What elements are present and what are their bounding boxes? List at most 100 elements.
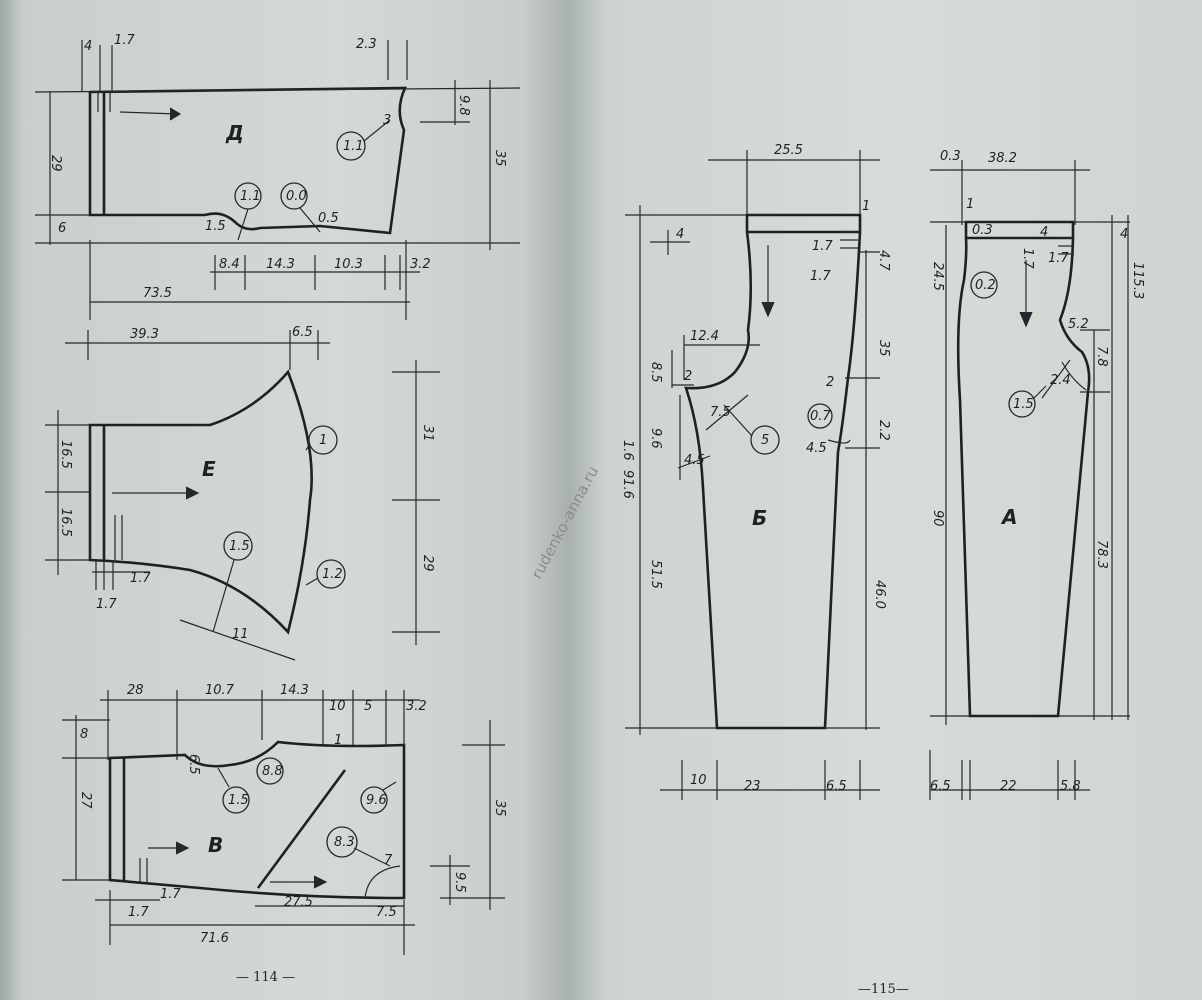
dim-label: 4 (1120, 227, 1128, 242)
dim-label: 1.7 (114, 33, 135, 48)
dim-label: 2.2 (876, 420, 891, 441)
dim-label: 38.2 (988, 151, 1017, 166)
dim-label: 8 (80, 727, 88, 742)
dim-label: 4 (676, 227, 684, 242)
circle-label: 1.5 (228, 793, 249, 808)
dim-label: 12.4 (690, 329, 719, 344)
circle-label: 8.8 (262, 764, 283, 779)
dim-label: 71.6 (200, 931, 229, 946)
dim-label: 35 (876, 340, 891, 357)
dim-label: 25.5 (774, 143, 803, 158)
dim-label: 10.7 (205, 683, 235, 698)
dim-label: 10 (329, 699, 346, 714)
dim-label: 1.7 (1020, 248, 1035, 269)
dim-label: 4.5 (684, 453, 705, 468)
dim-label: 1.7 (812, 239, 833, 254)
piece-a-letter: А (1000, 505, 1017, 529)
dim-label: 6.5 (826, 779, 847, 794)
page-114 (0, 0, 568, 1000)
dim-label: 1.6 (620, 440, 635, 461)
circle-label: 9.6 (366, 793, 387, 808)
dim-label: 8.5 (648, 362, 663, 383)
page-number-right: —115— (858, 982, 909, 997)
dim-label: 7.5 (710, 405, 731, 420)
dim-label: 6.5 (930, 779, 951, 794)
dim-label: 2 (684, 369, 692, 384)
dim-label: 29 (420, 555, 435, 572)
dim-label: 8.4 (219, 257, 240, 272)
dim-label: 39.3 (130, 327, 159, 342)
circle-label: 1.5 (1013, 397, 1034, 412)
circle-label: 1 (319, 433, 327, 448)
dim-label: 1 (334, 733, 342, 748)
dim-label: 22 (1000, 779, 1017, 794)
dim-label: 28 (127, 683, 144, 698)
dim-label: 3 (383, 113, 391, 128)
circle-label: 1.1 (343, 139, 364, 154)
dim-label: 7.5 (376, 905, 397, 920)
dim-label: 9.6 (648, 428, 663, 449)
watermark: rudenko-anna.ru (528, 463, 602, 582)
dim-label: 6.5 (186, 754, 201, 775)
dim-label: 23 (744, 779, 761, 794)
pattern-piece-a: А 0.3 38.2 1 0.3 4 1.7 1.7 4 24.5 115.3 … (929, 149, 1145, 800)
dim-label: 1 (862, 199, 870, 214)
dim-label: 5.2 (1068, 317, 1089, 332)
dim-label: 10.3 (334, 257, 363, 272)
dim-label: 1.7 (96, 597, 117, 612)
dim-label: 14.3 (266, 257, 295, 272)
dim-label: 9.8 (456, 95, 471, 116)
dim-label: 2.3 (356, 37, 377, 52)
dim-label: 1.5 (205, 219, 226, 234)
dim-label: 0.3 (972, 223, 993, 238)
dim-label: 46.0 (872, 580, 887, 609)
dim-label: 27.5 (284, 895, 313, 910)
dim-label: 1.7 (810, 269, 831, 284)
dim-label: 73.5 (143, 286, 172, 301)
dim-label: 24.5 (930, 262, 945, 291)
dim-label: 3.2 (410, 257, 431, 272)
circle-label: 0.0 (286, 189, 307, 204)
dim-label: 4 (1040, 225, 1048, 240)
dim-label: 51.5 (648, 560, 663, 589)
dim-label: 4.7 (876, 250, 891, 271)
dim-label: 4.5 (806, 441, 827, 456)
dim-label: 27 (78, 792, 93, 809)
dim-label: 29 (48, 155, 63, 172)
dim-label: 14.3 (280, 683, 309, 698)
dim-label: 9.5 (452, 872, 467, 893)
dim-label: 91.6 (620, 470, 635, 499)
dim-label: 3.2 (406, 699, 427, 714)
piece-e-letter: Е (202, 457, 216, 481)
dim-label: 1.7 (128, 905, 149, 920)
dim-label: 16.5 (58, 508, 73, 537)
circle-label: 0.7 (810, 409, 831, 424)
dim-label: 1.7 (160, 887, 181, 902)
piece-d-letter: Д (225, 121, 244, 145)
piece-v-letter: В (208, 833, 223, 857)
dim-label: 11 (232, 627, 249, 642)
dim-label: 35 (492, 150, 507, 167)
circle-label: 5 (761, 433, 769, 448)
piece-b-letter: Б (752, 506, 767, 530)
dim-label: 5 (364, 699, 372, 714)
circle-label: 1.1 (240, 189, 261, 204)
dim-label: 1.7 (1048, 251, 1069, 266)
circle-label: 1.2 (322, 567, 343, 582)
pattern-piece-d: Д 4 1.7 2.3 29 6 35 9.8 8.4 14.3 10.3 3.… (34, 33, 521, 320)
dim-label: 2.4 (1050, 373, 1071, 388)
dim-label: 1 (966, 197, 974, 212)
dim-label: 90 (930, 510, 945, 527)
dim-label: 35 (492, 800, 507, 817)
dim-label: 2 (826, 375, 834, 390)
dim-label: 1.7 (130, 571, 151, 586)
circle-label: 0.2 (975, 278, 996, 293)
dim-label: 7 (384, 853, 393, 868)
pattern-piece-e: Е 39.3 6.5 16.5 16.5 31 29 1.7 1.7 11 1 … (45, 325, 440, 661)
page-115 (568, 0, 1202, 1000)
dim-label: 4 (84, 39, 92, 54)
pattern-piece-v: В 28 10.7 14.3 10 5 3.2 8 27 35 9.5 1.7 … (62, 683, 507, 955)
pattern-piece-b: Б 25.5 4 1.7 1.7 1 4.7 12.4 8.5 2 35 1.6… (620, 143, 891, 800)
